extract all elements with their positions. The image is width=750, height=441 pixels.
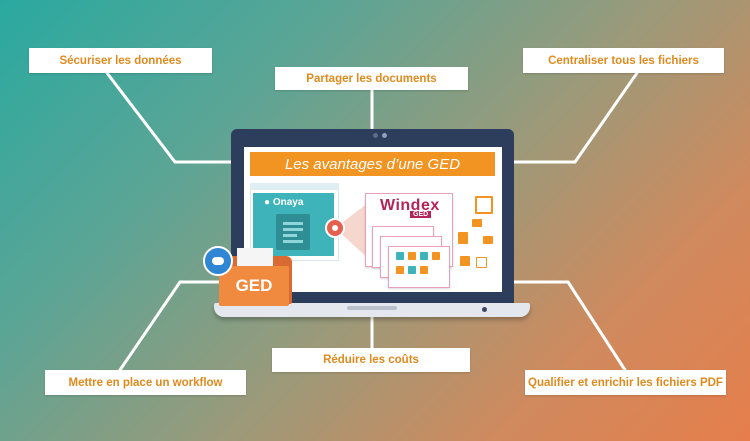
connector-qualifier <box>512 280 627 372</box>
eye-icon <box>325 218 345 238</box>
mail-icon <box>472 219 482 227</box>
connector-centraliser <box>512 71 639 164</box>
laptop-notch <box>347 306 397 310</box>
file-icon <box>408 252 416 260</box>
pdf-icon <box>458 232 468 244</box>
laptop-camera-icon <box>373 133 378 138</box>
banner-title: Les avantages d’une GED <box>250 152 495 176</box>
label-securiser: Sécuriser les données <box>29 48 212 73</box>
mail-icon <box>483 236 493 244</box>
folder-label: GED <box>235 276 273 295</box>
image-icon <box>460 256 470 266</box>
file-icon <box>476 257 487 268</box>
label-qualifier: Qualifier et enrichir les fichiers PDF <box>525 370 726 395</box>
file-icon <box>420 252 428 260</box>
windex-logo: Windex <box>380 197 440 214</box>
laptop-power-icon <box>482 307 487 312</box>
onaya-window-bar <box>250 183 339 190</box>
file-icon <box>396 252 404 260</box>
label-workflow: Mettre en place un workflow <box>45 370 246 395</box>
file-icon <box>432 252 440 260</box>
folder-paper <box>237 248 273 268</box>
laptop-sensor-icon <box>382 133 387 138</box>
file-icon <box>420 266 428 274</box>
onaya-logo: ● Onaya <box>264 197 304 208</box>
file-icon <box>475 196 493 214</box>
cloud-server-icon <box>203 246 233 276</box>
laptop-base <box>214 303 530 317</box>
folder-icon: GED <box>219 266 289 306</box>
label-reduire: Réduire les coûts <box>272 348 470 372</box>
document-icon <box>276 214 310 250</box>
label-centraliser: Centraliser tous les fichiers <box>523 48 724 73</box>
label-partager: Partager les documents <box>275 67 468 90</box>
connector-workflow <box>118 280 221 372</box>
connector-securiser <box>105 71 233 164</box>
file-icon <box>396 266 404 274</box>
onaya-logo-text: Onaya <box>272 197 304 208</box>
file-icon <box>408 266 416 274</box>
windex-ged-tag: GED <box>410 211 432 218</box>
